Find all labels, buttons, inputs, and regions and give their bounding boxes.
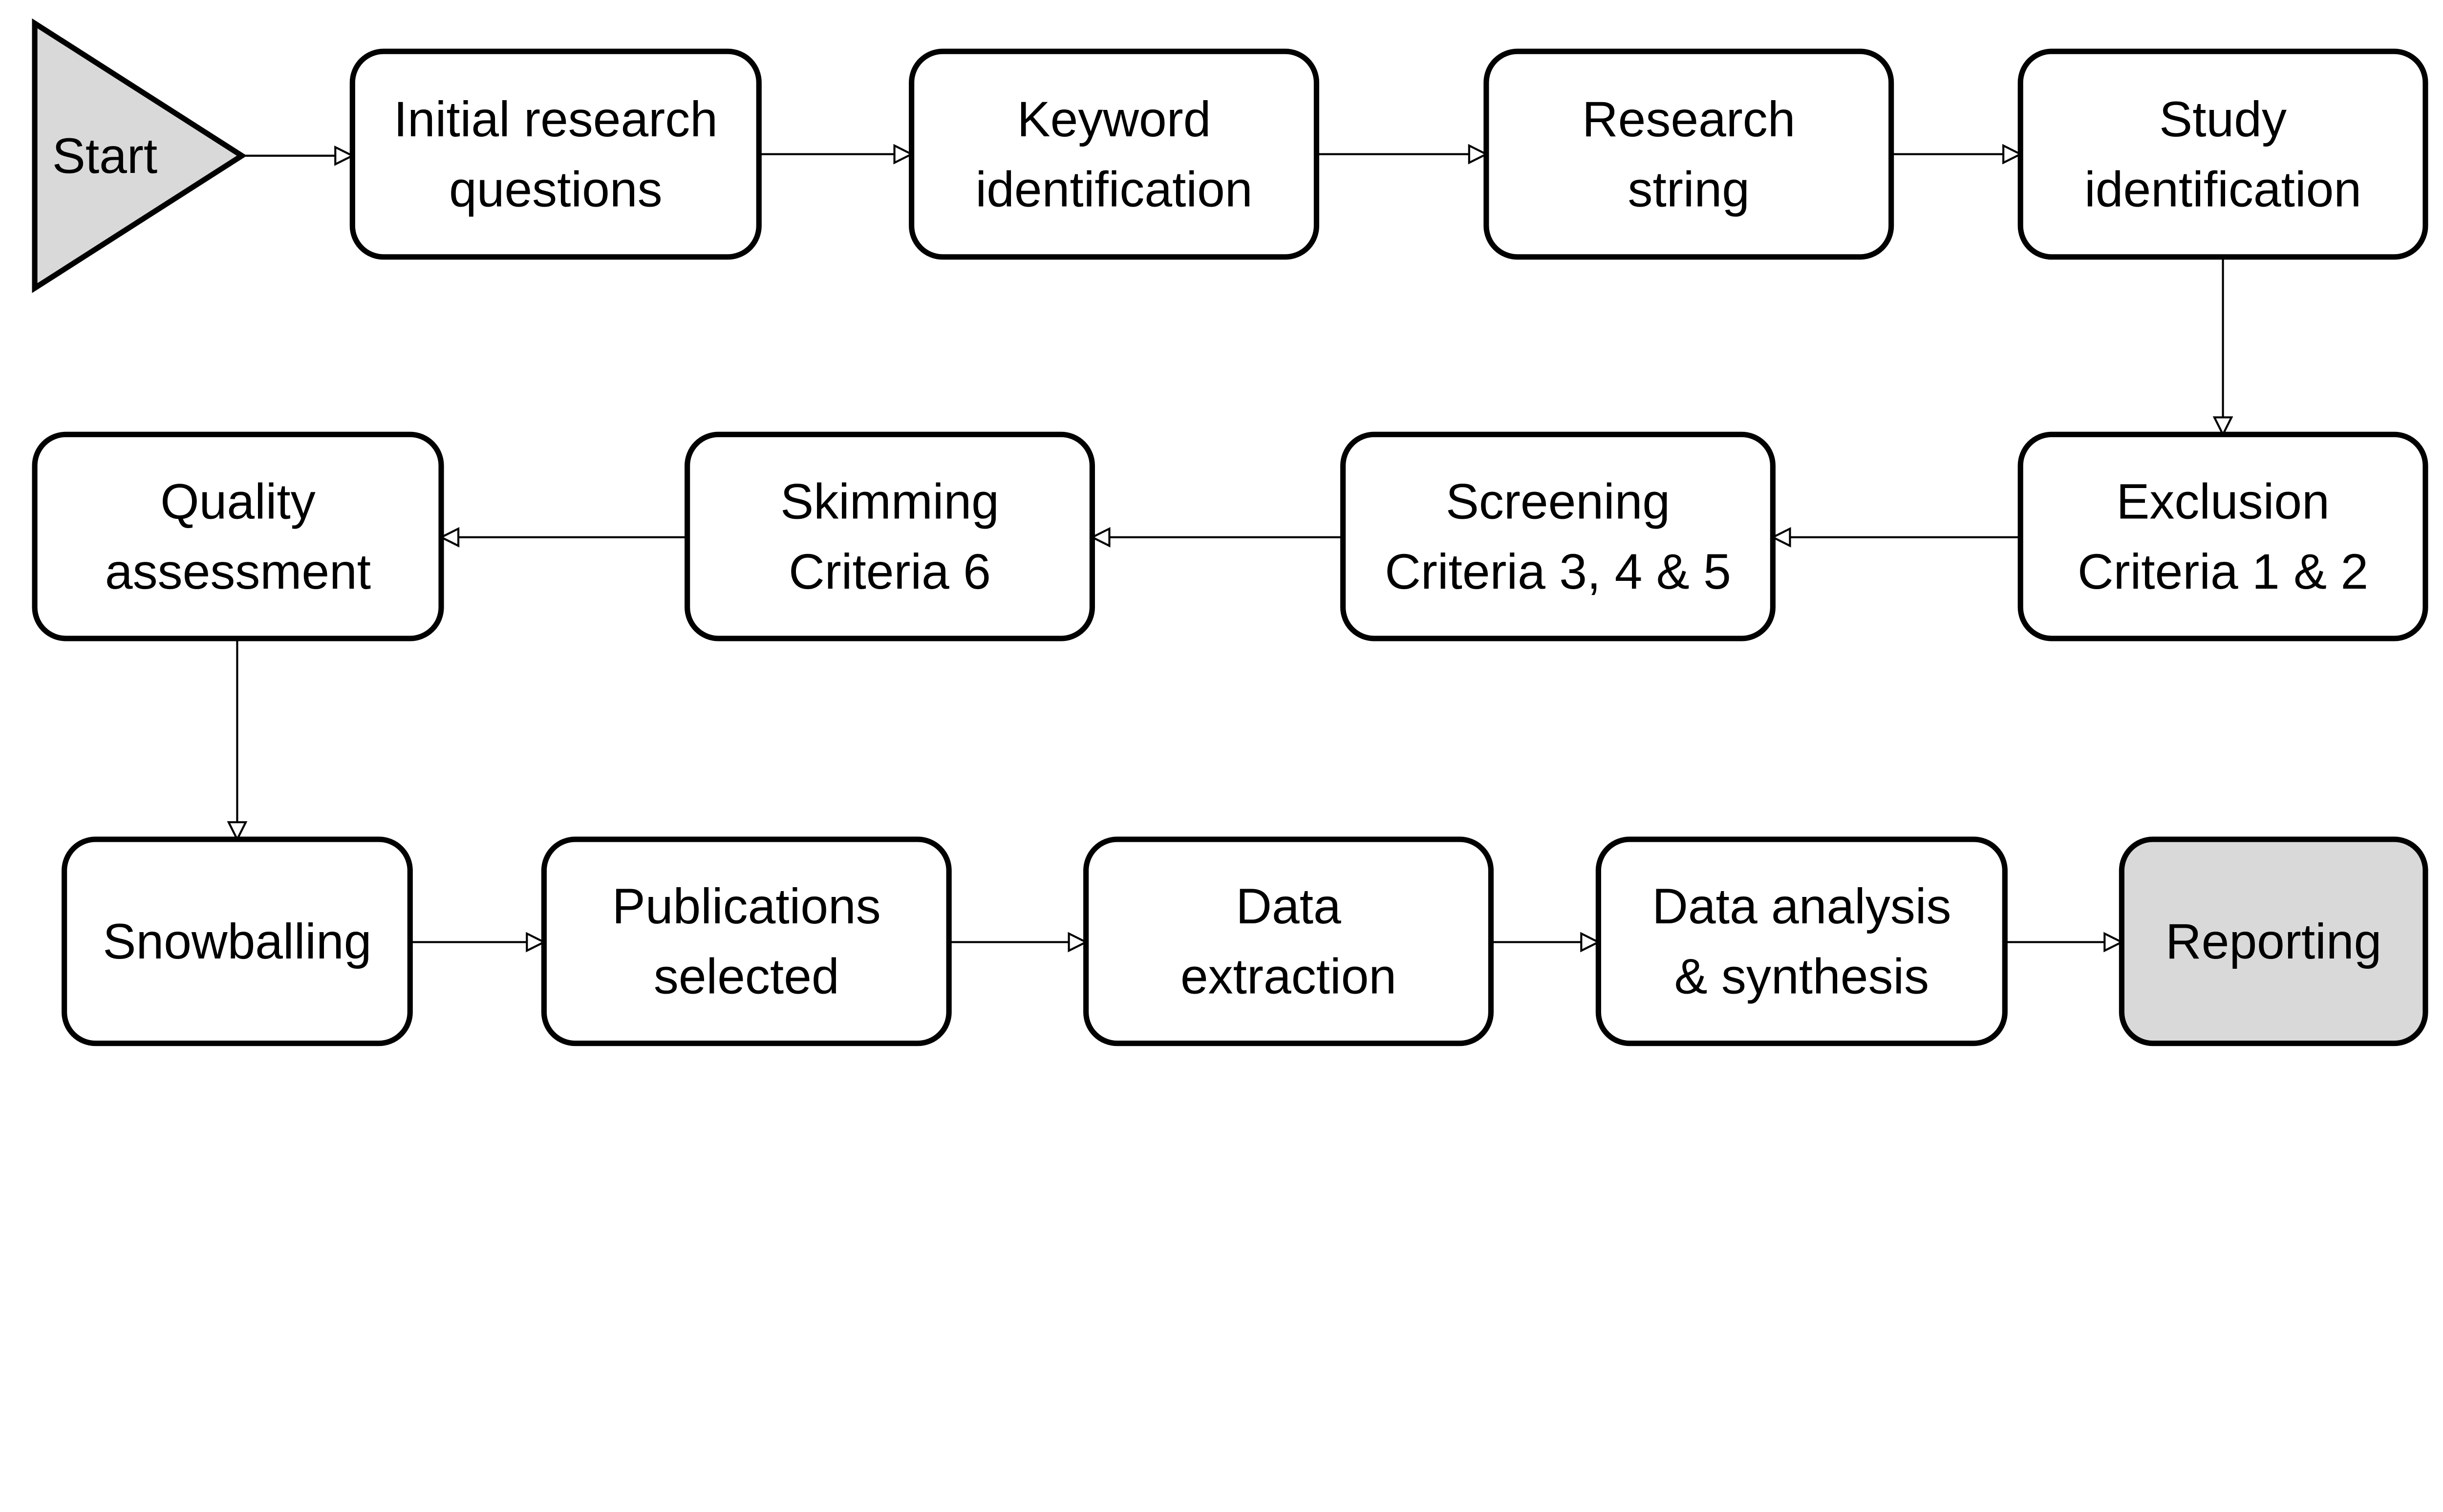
node-snowballing: Snowballing — [62, 836, 413, 1046]
edges-layer — [227, 144, 2233, 953]
arrowhead-icon — [2103, 932, 2124, 953]
node-start: Start — [32, 18, 247, 293]
arrowhead-icon — [1580, 932, 1601, 953]
node-publications: Publications selected — [541, 836, 952, 1046]
node-label: Criteria 3, 4 & 5 — [1385, 544, 1731, 599]
node-label: Data — [1236, 878, 1341, 934]
node-label: Research — [1582, 91, 1796, 147]
arrowhead-icon — [1090, 527, 1111, 548]
node-label: Screening — [1446, 473, 1670, 529]
node-label: Criteria 1 & 2 — [2078, 544, 2368, 599]
edge-screening-to-skimming — [1090, 527, 1343, 548]
edge-extraction-to-analysis — [1491, 932, 1601, 953]
node-box — [1483, 48, 1894, 260]
node-label: string — [1628, 161, 1750, 217]
node-label: selected — [654, 949, 839, 1004]
edge-string-to-study — [1891, 144, 2023, 165]
edge-quality-to-snowballing — [227, 638, 248, 842]
arrowhead-icon — [1770, 527, 1791, 548]
flowchart: Start Initial research questions Keyword ide… — [32, 18, 2428, 1046]
edge-exclusion-to-screening — [1770, 527, 2021, 548]
node-string: Research string — [1483, 48, 1894, 260]
edge-study-to-exclusion — [2212, 256, 2233, 437]
node-analysis: Data analysis & synthesis — [1595, 836, 2008, 1046]
node-label: identification — [976, 161, 1253, 217]
node-box — [1340, 431, 1776, 641]
node-box — [909, 48, 1320, 260]
node-initial: Initial research questions — [349, 48, 762, 260]
arrowhead-icon — [334, 145, 355, 166]
arrowhead-icon — [439, 527, 460, 548]
node-box — [2017, 48, 2428, 260]
edge-publications-to-extraction — [949, 932, 1089, 953]
arrowhead-icon — [227, 821, 248, 842]
node-label: & synthesis — [1674, 949, 1929, 1004]
node-box — [62, 836, 413, 1046]
edge-initial-to-keyword — [759, 144, 914, 165]
edge-start-to-initial — [242, 145, 355, 166]
edge-snowballing-to-publications — [410, 932, 547, 953]
node-box — [1595, 836, 2008, 1046]
node-box — [541, 836, 952, 1046]
node-label: Skimming — [780, 473, 999, 529]
node-box — [349, 48, 762, 260]
node-box — [2119, 836, 2428, 1046]
node-label: Publications — [612, 878, 881, 934]
node-label: Start — [52, 128, 157, 184]
node-label: Keyword — [1017, 91, 1211, 147]
node-label: Criteria 6 — [789, 544, 991, 599]
arrowhead-icon — [526, 932, 547, 953]
node-label: Quality — [160, 473, 315, 529]
node-box — [685, 431, 1095, 641]
node-label: Study — [2159, 91, 2287, 147]
edge-skimming-to-quality — [439, 527, 687, 548]
edge-keyword-to-string — [1316, 144, 1489, 165]
node-box — [1083, 836, 1494, 1046]
arrowhead-icon — [1468, 144, 1489, 165]
node-label: Exclusion — [2116, 473, 2330, 529]
arrowhead-icon — [1068, 932, 1089, 953]
node-label: identification — [2084, 161, 2361, 217]
nodes-layer: Start Initial research questions Keyword ide… — [32, 18, 2428, 1046]
node-label: Data analysis — [1652, 878, 1951, 934]
node-label: assessment — [105, 544, 371, 599]
node-box — [32, 431, 444, 641]
edge-analysis-to-reporting — [2005, 932, 2124, 953]
node-reporting: Reporting — [2119, 836, 2428, 1046]
arrowhead-icon — [2212, 416, 2233, 437]
start-triangle-shape — [32, 18, 247, 293]
node-label: Snowballing — [103, 914, 371, 969]
node-label: Initial research — [394, 91, 718, 147]
arrowhead-icon — [893, 144, 914, 165]
node-study: Study identification — [2017, 48, 2428, 260]
node-keyword: Keyword identification — [909, 48, 1320, 260]
arrowhead-icon — [2002, 144, 2023, 165]
node-label: Reporting — [2165, 914, 2381, 969]
node-label: questions — [449, 161, 663, 217]
node-box — [2017, 431, 2428, 641]
node-label: extraction — [1180, 949, 1396, 1004]
node-quality: Quality assessment — [32, 431, 444, 641]
node-extraction: Data extraction — [1083, 836, 1494, 1046]
